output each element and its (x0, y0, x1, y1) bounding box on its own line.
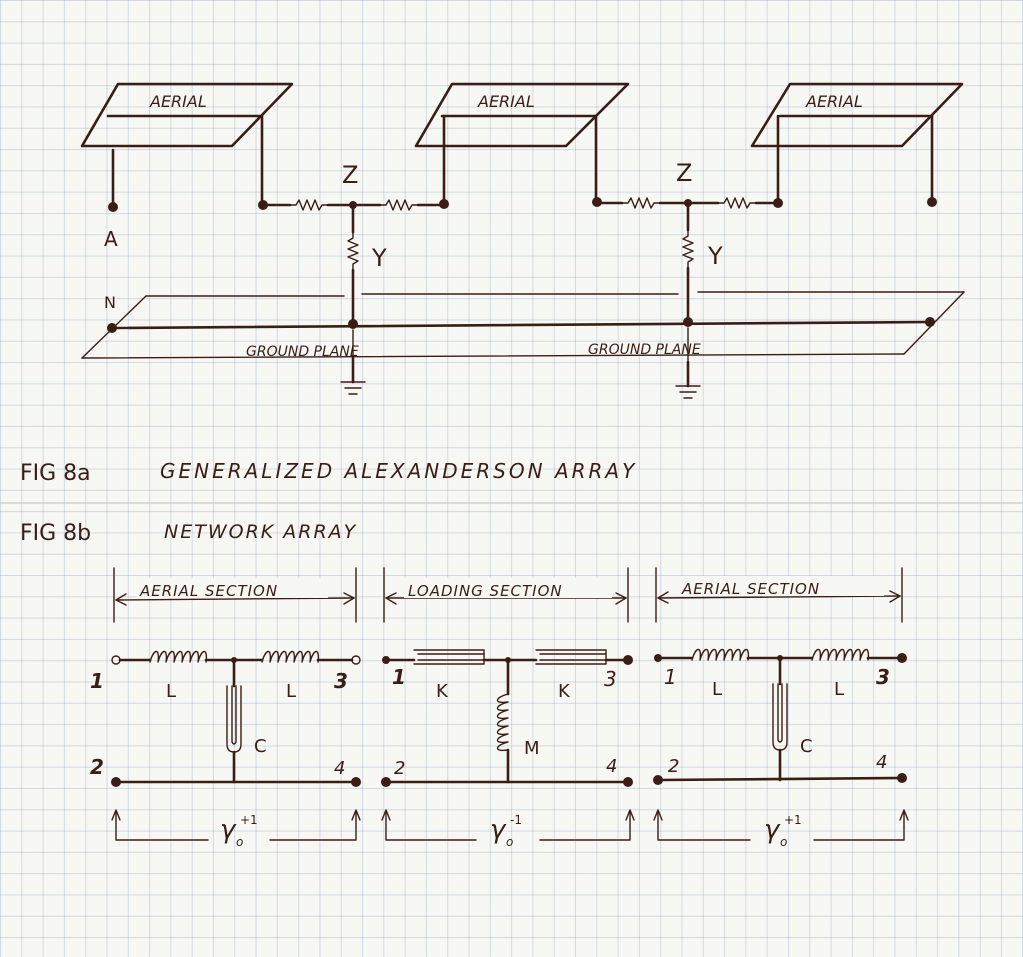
terminal-2-sec2: 2 (394, 758, 405, 779)
terminal-numbers: 1 3 2 4 1 3 2 4 1 3 2 4 (90, 665, 890, 779)
node-n-label: N (104, 293, 116, 312)
inductor-label-3b: L (834, 679, 844, 700)
fig8a-title: GENERALIZED ALEXANDERSON ARRAY (160, 459, 637, 483)
section-label-2: LOADING SECTION (408, 582, 563, 600)
terminal-2-sec3: 2 (668, 756, 679, 777)
ground-plane-label-1: GROUND PLANE (246, 344, 359, 360)
gamma-subscript-3: o (780, 835, 787, 849)
node-a-label: A (104, 227, 118, 251)
terminal-4-sec2: 4 (606, 756, 617, 777)
terminal-3-sec3: 3 (876, 665, 890, 689)
aerial-plate-3: AERIAL (750, 82, 964, 148)
t-network-1: Z Y (258, 161, 449, 396)
propagation-brackets: γ o +1 γ o -1 γ o +1 (111, 809, 909, 849)
z-label-2: Z (676, 159, 692, 187)
aerial-label-1: AERIAL (149, 92, 207, 111)
gamma-subscript-1: o (236, 835, 243, 849)
terminal-3-sec2: 3 (604, 667, 617, 691)
gamma-exponent-3: +1 (784, 813, 802, 827)
y-label-1: Y (371, 244, 387, 272)
section-label-1: AERIAL SECTION (139, 582, 278, 600)
gamma-exponent-1: +1 (240, 813, 258, 827)
fig8b-number: FIG 8b (20, 521, 91, 546)
capacitor-label-3: C (800, 736, 813, 757)
terminal-1-sec2: 1 (392, 665, 406, 689)
ground-plane-label-2: GROUND PLANE (588, 342, 701, 358)
z-label-1: Z (342, 161, 358, 189)
fig8b-title: NETWORK ARRAY (164, 521, 357, 543)
fig8a-number: FIG 8a (20, 461, 91, 486)
loading-section-circuit: K K M (381, 649, 633, 787)
y-label-2: Y (707, 242, 723, 270)
gamma-symbol-2: γ (490, 815, 507, 845)
aerial-plate-2: AERIAL (414, 82, 630, 148)
capacitor-label-1: C (254, 736, 267, 757)
m-label: M (524, 738, 540, 759)
terminal-2-sec1: 2 (90, 755, 104, 779)
terminal-1-sec1: 1 (90, 669, 104, 693)
k-label-2: K (558, 681, 571, 702)
aerial-label-2: AERIAL (477, 92, 535, 111)
ground-plane: GROUND PLANE GROUND PLANE (81, 291, 965, 363)
inductor-label-1a: L (166, 681, 176, 702)
fig8a-diagram: AERIAL AERIAL AERIAL (20, 82, 965, 486)
terminal-3-sec1: 3 (334, 669, 348, 693)
section-extents: AERIAL SECTION LOADING SECTION AERIAL SE… (113, 567, 903, 623)
section-label-3: AERIAL SECTION (681, 580, 820, 598)
aerial-section-1-circuit: L L C (111, 650, 361, 787)
k-label-1: K (436, 681, 449, 702)
gamma-symbol-1: γ (220, 815, 237, 845)
aerial-section-2-circuit: L L C (653, 648, 907, 785)
aerial-plate-1: AERIAL (80, 82, 294, 148)
inductor-label-1b: L (286, 681, 296, 702)
terminal-4-sec3: 4 (876, 752, 887, 773)
aerial-label-3: AERIAL (805, 92, 863, 111)
gamma-exponent-2: -1 (510, 813, 522, 827)
gamma-subscript-2: o (506, 835, 513, 849)
terminal-1-sec3: 1 (664, 665, 677, 689)
t-network-2: Z Y (592, 159, 783, 400)
gamma-symbol-3: γ (764, 815, 781, 845)
terminal-4-sec1: 4 (334, 758, 345, 779)
inductor-label-3a: L (712, 679, 722, 700)
fig8b-diagram: FIG 8b NETWORK ARRAY AERIAL SECTION LOAD… (20, 521, 909, 849)
